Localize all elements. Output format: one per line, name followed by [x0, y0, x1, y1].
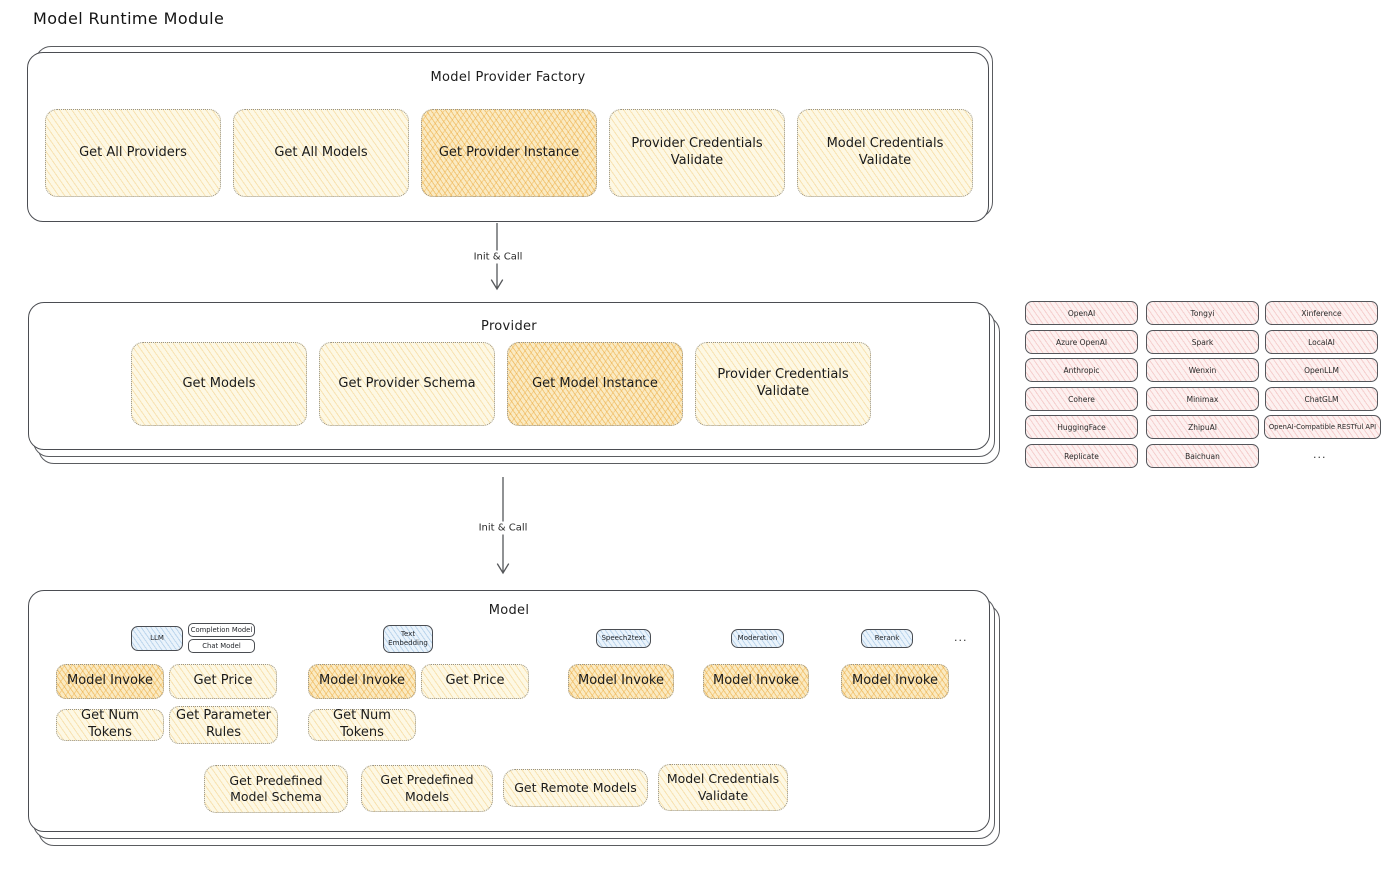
node-provider-credentials-validate-factory: Provider Credentials Validate — [609, 109, 785, 197]
arrow-label-init-call-1: Init & Call — [469, 250, 527, 264]
diagram-title: Model Runtime Module — [33, 9, 225, 28]
provider-item-localai: LocalAI — [1265, 330, 1378, 354]
model-label: Model — [488, 603, 530, 618]
node-get-provider-instance: Get Provider Instance — [421, 109, 597, 197]
node-get-num-tokens-text-embedding: Get Num Tokens — [308, 708, 416, 741]
factory-label: Model Provider Factory — [430, 70, 586, 85]
pill-chat-model: Chat Model — [188, 639, 255, 653]
provider-item-replicate: Replicate — [1025, 444, 1138, 468]
node-get-provider-schema: Get Provider Schema — [319, 342, 495, 426]
provider-label: Provider — [481, 319, 537, 334]
pill-completion-model: Completion Model — [188, 623, 255, 637]
provider-list-more-ellipsis: ... — [1313, 448, 1327, 461]
node-model-invoke-text-embedding: Model Invoke — [308, 664, 416, 699]
provider-item-wenxin: Wenxin — [1146, 358, 1259, 382]
provider-item-openai-compatible-restful-api: OpenAI-Compatible RESTful API — [1264, 415, 1381, 439]
provider-item-openllm: OpenLLM — [1265, 358, 1378, 382]
node-get-models: Get Models — [131, 342, 307, 426]
provider-item-azure-openai: Azure OpenAI — [1025, 330, 1138, 354]
node-get-remote-models: Get Remote Models — [503, 769, 648, 807]
provider-container: Provider Get Models Get Provider Schema … — [28, 302, 990, 450]
pill-text-embedding: Text Embedding — [383, 625, 433, 653]
pill-moderation: Moderation — [731, 629, 784, 648]
node-get-parameter-rules: Get Parameter Rules — [169, 706, 278, 744]
provider-item-cohere: Cohere — [1025, 387, 1138, 411]
node-model-credentials-validate-factory: Model Credentials Validate — [797, 109, 973, 197]
node-get-all-models: Get All Models — [233, 109, 409, 197]
node-model-invoke-rerank: Model Invoke — [841, 664, 949, 699]
pill-speech2text: Speech2text — [596, 629, 651, 648]
node-provider-credentials-validate-provider: Provider Credentials Validate — [695, 342, 871, 426]
node-model-invoke-speech2text: Model Invoke — [568, 664, 674, 699]
model-types-more-ellipsis: ... — [954, 631, 968, 644]
pill-rerank: Rerank — [861, 629, 913, 648]
node-model-invoke-llm: Model Invoke — [56, 664, 164, 699]
node-model-invoke-moderation: Model Invoke — [703, 664, 809, 699]
factory-container: Model Provider Factory Get All Providers… — [27, 52, 989, 222]
node-get-price-llm: Get Price — [169, 664, 277, 699]
provider-item-anthropic: Anthropic — [1025, 358, 1138, 382]
node-get-all-providers: Get All Providers — [45, 109, 221, 197]
node-get-price-text-embedding: Get Price — [421, 664, 529, 699]
provider-item-xinference: Xinference — [1265, 301, 1378, 325]
node-get-num-tokens-llm: Get Num Tokens — [56, 708, 164, 741]
node-get-model-instance: Get Model Instance — [507, 342, 683, 426]
provider-item-chatglm: ChatGLM — [1265, 387, 1378, 411]
provider-item-huggingface: HuggingFace — [1025, 415, 1138, 439]
arrow-label-init-call-2: Init & Call — [474, 521, 532, 535]
node-get-predefined-models: Get Predefined Models — [361, 765, 493, 812]
provider-item-minimax: Minimax — [1146, 387, 1259, 411]
provider-item-zhipuai: ZhipuAI — [1146, 415, 1259, 439]
provider-item-spark: Spark — [1146, 330, 1259, 354]
provider-item-baichuan: Baichuan — [1146, 444, 1259, 468]
provider-item-openai: OpenAI — [1025, 301, 1138, 325]
provider-item-tongyi: Tongyi — [1146, 301, 1259, 325]
node-get-predefined-model-schema: Get Predefined Model Schema — [204, 765, 348, 813]
node-model-credentials-validate-model: Model Credentials Validate — [658, 764, 788, 811]
pill-llm: LLM — [131, 626, 183, 651]
model-container: Model LLM Completion Model Chat Model Te… — [28, 590, 990, 832]
